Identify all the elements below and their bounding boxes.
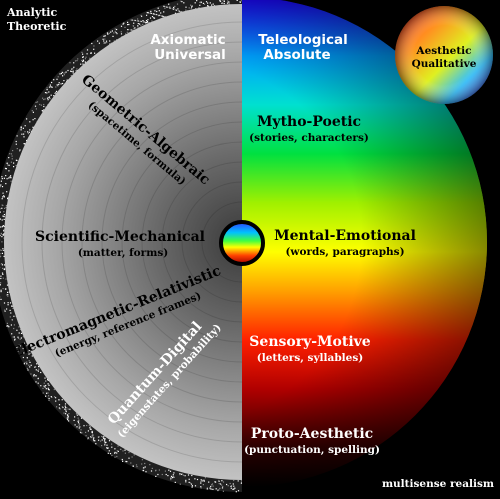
level-title: Mental-Emotional xyxy=(274,228,416,244)
corner-label-multisense: multisense realism xyxy=(382,478,494,490)
right-level-sensory-motive: Sensory-Motive (letters, syllables) xyxy=(249,334,370,364)
right-level-mytho-poetic: Mytho-Poetic (stories, characters) xyxy=(249,114,369,144)
heading-absolute: Absolute xyxy=(263,47,330,63)
level-title: Mytho-Poetic xyxy=(257,114,361,130)
aesthetic-bubble xyxy=(395,6,493,104)
level-subtitle: (stories, characters) xyxy=(249,132,369,144)
corner-label-analytic: Analytic xyxy=(6,6,57,19)
right-level-mental-emotional: Mental-Emotional (words, paragraphs) xyxy=(274,228,416,258)
level-subtitle: (matter, forms) xyxy=(78,247,168,259)
level-subtitle: (words, paragraphs) xyxy=(285,246,404,258)
heading-teleological: Teleological xyxy=(258,32,348,48)
left-level-scientific: Scientific-Mechanical (matter, forms) xyxy=(35,229,205,259)
heading-axiomatic: Axiomatic xyxy=(150,32,225,48)
level-title: Proto-Aesthetic xyxy=(251,426,373,442)
level-subtitle: (letters, syllables) xyxy=(257,352,363,364)
level-title: Scientific-Mechanical xyxy=(35,229,205,245)
corner-label-theoretic: Theoretic xyxy=(7,20,67,33)
bubble-qualitative: Qualitative xyxy=(412,58,477,70)
center-orb xyxy=(219,220,265,266)
right-level-proto-aesthetic: Proto-Aesthetic (punctuation, spelling) xyxy=(244,426,380,456)
right-spectrum-hemisphere xyxy=(242,0,487,487)
heading-universal: Universal xyxy=(154,47,226,63)
level-title: Sensory-Motive xyxy=(249,334,370,350)
left-gray-hemisphere xyxy=(4,4,242,480)
bubble-aesthetic: Aesthetic xyxy=(415,45,471,57)
level-subtitle: (punctuation, spelling) xyxy=(244,444,380,456)
